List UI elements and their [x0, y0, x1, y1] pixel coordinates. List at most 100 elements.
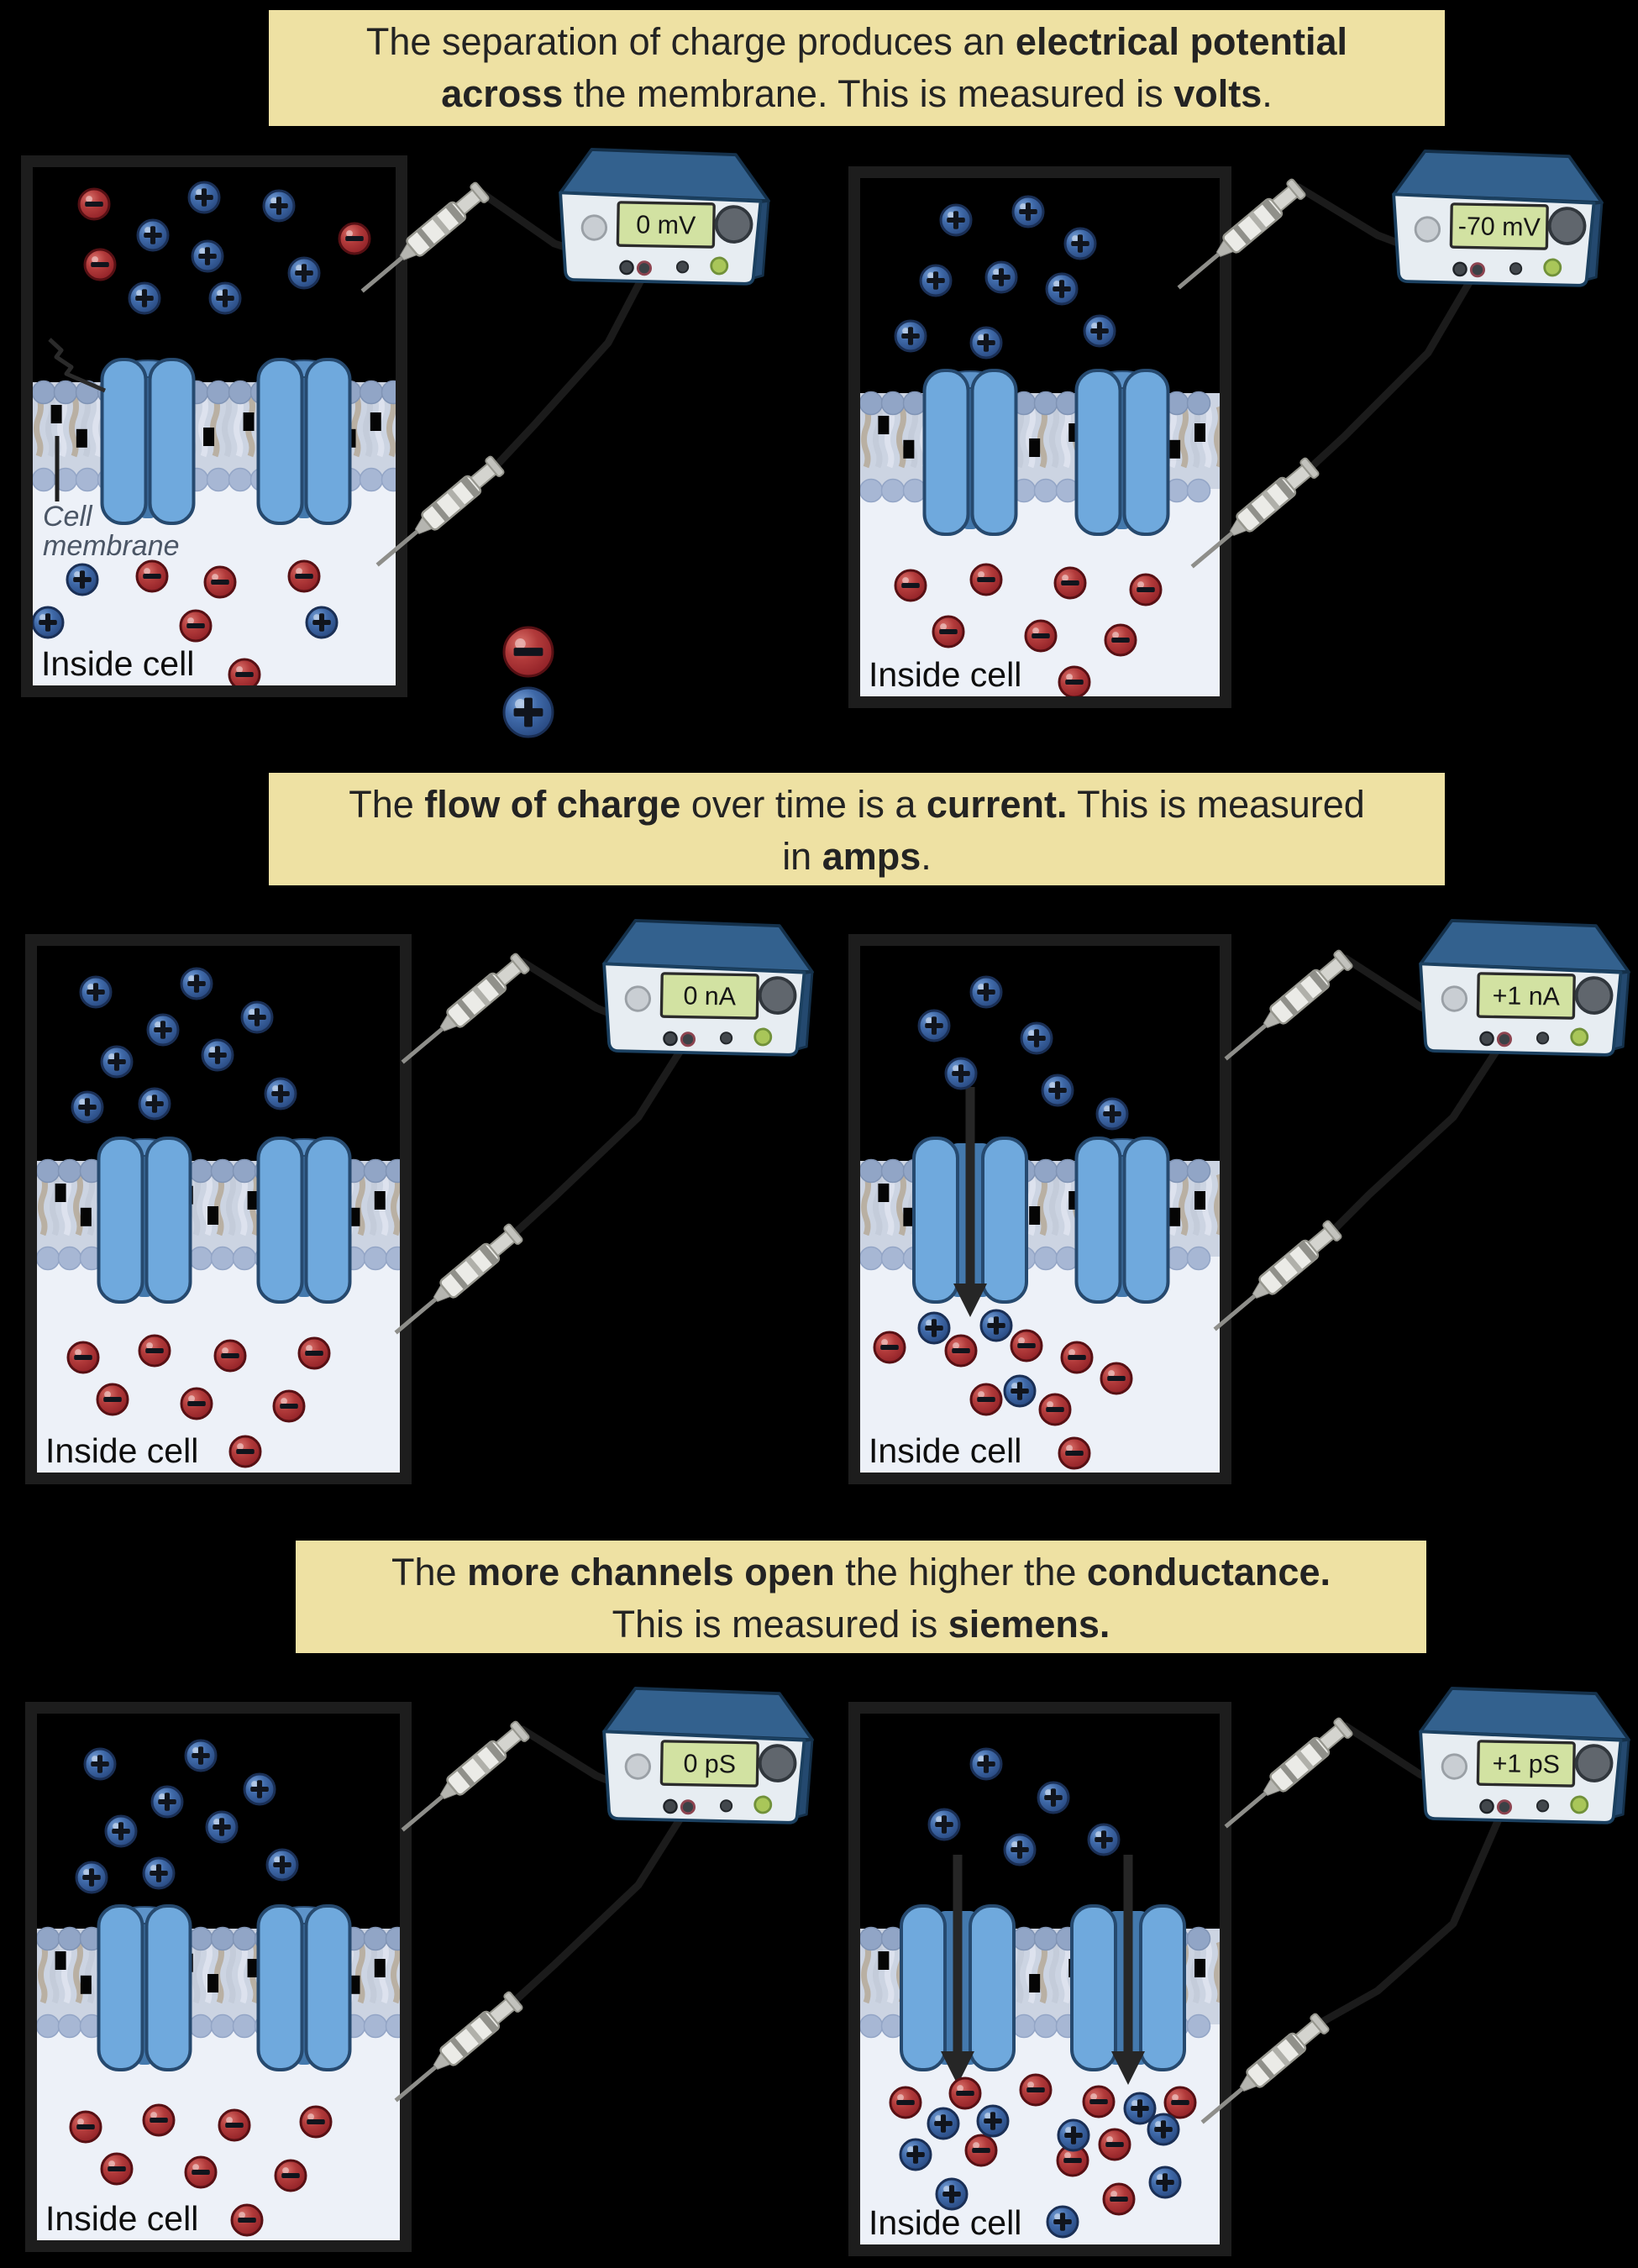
negative-ion: [184, 2155, 218, 2189]
positive-ion: [201, 1038, 234, 1072]
outside-region: [860, 946, 1220, 1167]
negative-ion: [964, 2134, 998, 2167]
banner-line: The flow of charge over time is a curren…: [269, 779, 1445, 831]
positive-ion: [939, 203, 973, 237]
positive-ion: [75, 1861, 108, 1894]
positive-ion: [104, 1814, 138, 1848]
inside-cell-label: Inside cell: [41, 644, 194, 683]
banner-volts: The separation of charge produces an ele…: [269, 10, 1445, 126]
positive-ion: [187, 181, 221, 214]
inside-cell-label: Inside cell: [45, 1431, 198, 1470]
negative-ion: [1056, 2144, 1089, 2177]
negative-ion: [969, 1383, 1003, 1416]
meter-led: [1570, 1795, 1589, 1814]
inside-ions: [66, 1334, 331, 1468]
negative-ion: [1038, 1393, 1072, 1426]
banner-line: The more channels open the higher the co…: [296, 1546, 1426, 1599]
meter-terminal-black: [663, 1798, 678, 1814]
banner-line: across the membrane. This is measured is…: [269, 68, 1445, 120]
outside-region: [860, 1714, 1220, 1935]
meter-light-circle: [1414, 216, 1441, 243]
positive-ion: [71, 1090, 104, 1124]
meter-value: 0 pS: [683, 1749, 736, 1778]
inside-ions: [69, 2103, 333, 2237]
meter-knob: [758, 976, 797, 1015]
meter-display: 0 mV: [616, 201, 716, 249]
negative-ion: [944, 1334, 978, 1368]
banner-text-segment: The: [391, 1551, 468, 1593]
negative-ion: [138, 1334, 171, 1368]
meter-terminal-red: [1469, 262, 1485, 278]
positive-ion: [969, 1747, 1003, 1781]
positive-ion: [79, 975, 113, 1009]
positive-ion: [1037, 1781, 1070, 1814]
banner-text-segment: siemens.: [948, 1603, 1110, 1646]
cell-panel-2: Inside cell: [848, 166, 1231, 708]
flow-arrow-icon: [941, 1855, 974, 2085]
outside-ions: [71, 967, 297, 1124]
meter-knob: [1547, 207, 1587, 245]
inside-ions: [33, 559, 339, 685]
positive-ion: [919, 264, 953, 297]
meter-value: 0 mV: [636, 210, 696, 239]
cell-panel-4: Inside cell: [848, 934, 1231, 1484]
banner-line: This is measured is siemens.: [296, 1599, 1426, 1651]
banner-text-segment: The separation of charge produces an: [365, 20, 1016, 63]
positive-ion: [264, 1077, 297, 1110]
meter-light-circle: [1441, 985, 1468, 1012]
outside-ions: [75, 1739, 299, 1894]
positive-ion: [205, 1810, 239, 1844]
positive-ion: [33, 606, 65, 639]
meter-display: +1 pS: [1476, 1740, 1576, 1788]
positive-ion: [287, 256, 321, 290]
positive-ion: [1020, 1021, 1053, 1055]
electrode-lead-line: [48, 338, 106, 393]
positive-ion: [262, 189, 296, 223]
inside-cell-label: Inside cell: [45, 2199, 198, 2238]
banner-text-segment: volts: [1173, 72, 1263, 115]
inside-ions: [894, 563, 1163, 696]
electrode-syringe: [401, 1720, 530, 1832]
positive-ion: [142, 1856, 176, 1890]
meter-display: +1 nA: [1476, 972, 1576, 1020]
negative-ion: [1058, 1436, 1091, 1470]
inside-cell-label: Inside cell: [869, 2203, 1021, 2242]
positive-ion: [208, 281, 242, 315]
ion-channel-closed: [100, 358, 196, 525]
banner-text-segment: over time is a: [680, 783, 927, 826]
meter-terminal-red: [680, 1799, 696, 1815]
cell-membrane-label: Cell: [43, 501, 93, 533]
ion-channel-closed: [256, 1137, 352, 1304]
negative-ion: [969, 563, 1003, 596]
negative-ion: [1024, 619, 1058, 653]
positive-ion: [969, 975, 1003, 1009]
meter-4: +1 nA: [1400, 900, 1638, 1080]
positive-ion: [1123, 2092, 1157, 2125]
banner-text-segment: the membrane. This is measured is: [563, 72, 1174, 115]
positive-ion: [1003, 1374, 1037, 1408]
meter-terminal-black: [1452, 261, 1467, 277]
negative-ion: [1082, 2085, 1116, 2118]
flow-arrow-icon: [953, 1087, 987, 1317]
meter-terminal-red: [680, 1032, 696, 1047]
negative-ion: [1129, 573, 1163, 606]
meter-2: -70 mV: [1373, 130, 1621, 311]
positive-ion: [128, 281, 161, 315]
banner-text-segment: .: [921, 835, 932, 878]
meter-knob: [1574, 976, 1614, 1015]
ion-channel-closed: [97, 1137, 192, 1304]
positive-ion: [984, 260, 1018, 294]
negative-ion: [213, 1339, 247, 1373]
meter-3: 0 nA: [584, 900, 832, 1080]
banner-text-segment: .: [1262, 72, 1273, 115]
positive-ion: [136, 218, 170, 252]
negative-ion: [66, 1341, 100, 1374]
cell-panel-art: Inside cell: [860, 1714, 1220, 2244]
negative-ion: [203, 565, 237, 599]
positive-ion: [1057, 2118, 1090, 2152]
positive-ion: [243, 1772, 276, 1806]
meter-display: 0 pS: [659, 1740, 759, 1788]
meter-6: +1 pS: [1400, 1667, 1638, 1848]
